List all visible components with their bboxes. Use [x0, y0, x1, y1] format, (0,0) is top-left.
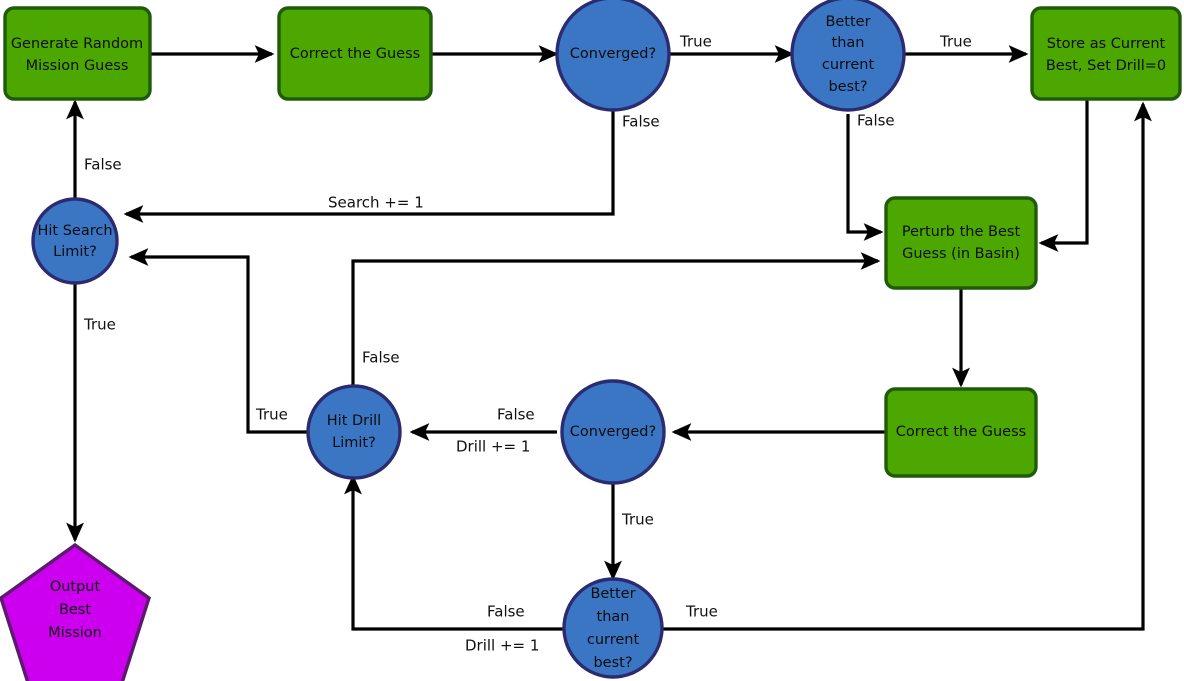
edges-layer	[66, 45, 1152, 631]
node-label-line-2: than	[597, 609, 630, 625]
edge-drill-limit-true-to-search-limit	[128, 248, 310, 434]
node-label-line-1: Generate Random	[11, 36, 143, 52]
node-label-line-2: Best	[59, 602, 91, 618]
node-better-than-current-best-bottom[interactable]: Better than current best?	[562, 577, 664, 679]
edge-label-converged-bottom-false: False	[497, 406, 535, 424]
node-label-line-1: Perturb the Best	[902, 224, 1021, 240]
edge-label-better-bottom-true: True	[685, 603, 718, 621]
node-output-best-mission[interactable]: Output Best Mission	[0, 542, 151, 681]
node-label-line-1: Hit Search	[37, 223, 112, 239]
edge-label-converged-bottom-drill-increment: Drill += 1	[456, 438, 530, 456]
decision-circle	[306, 384, 402, 480]
node-label-line-4: best?	[593, 655, 632, 671]
node-generate-random-mission-guess[interactable]: Generate Random Mission Guess	[3, 6, 152, 101]
node-store-as-current-best[interactable]: Store as Current Best, Set Drill=0	[1030, 6, 1182, 101]
node-label-line-3: current	[822, 57, 875, 73]
node-label-line-2: Mission Guess	[26, 58, 129, 74]
edge-label-search-increment: Search += 1	[328, 194, 424, 212]
node-label-line-1: Converged?	[570, 424, 656, 440]
edge-label-better-bottom-false: False	[487, 603, 525, 621]
node-label-line-1: Correct the Guess	[896, 424, 1026, 440]
node-label-line-1: Output	[50, 579, 101, 595]
edge-label-better-top-false: False	[857, 112, 895, 130]
decision-circle	[31, 197, 119, 285]
node-label-line-1: Converged?	[570, 46, 656, 62]
decision-circle	[555, 0, 671, 112]
edge-better-bottom-false-to-drill-limit	[344, 474, 567, 631]
node-label-line-2: Limit?	[332, 435, 376, 451]
process-box	[1030, 6, 1182, 101]
edge-better-false-to-perturb	[846, 114, 884, 241]
edge-label-better-top-true: True	[939, 33, 972, 51]
node-label-line-1: Better	[590, 586, 635, 602]
edge-label-converged-true: True	[679, 33, 712, 51]
process-box	[884, 196, 1038, 290]
node-label-line-3: current	[587, 632, 640, 648]
process-box	[3, 6, 152, 101]
node-perturb-the-best-guess[interactable]: Perturb the Best Guess (in Basin)	[884, 196, 1038, 290]
node-better-than-current-best-top[interactable]: Better than current best?	[790, 0, 906, 112]
node-converged-top[interactable]: Converged?	[555, 0, 671, 112]
terminal-pentagon	[0, 542, 151, 681]
edge-label-converged-false: False	[622, 113, 660, 131]
edge-drill-limit-false-to-perturb	[351, 252, 881, 396]
node-converged-bottom[interactable]: Converged?	[560, 379, 666, 485]
edge-label-converged-bottom-true: True	[621, 511, 654, 529]
node-label-line-2: Limit?	[53, 244, 97, 260]
node-label-line-2: than	[832, 35, 865, 51]
edge-converged-false-search-increment	[123, 111, 615, 223]
node-hit-search-limit[interactable]: Hit Search Limit?	[31, 197, 119, 285]
edge-label-better-bottom-drill-increment: Drill += 1	[465, 637, 539, 655]
edge-label-search-limit-true: True	[83, 316, 116, 334]
node-label-line-1: Hit Drill	[327, 413, 381, 429]
decision-circle	[790, 0, 906, 112]
edge-label-drill-limit-false: False	[362, 349, 400, 367]
node-label-line-4: best?	[828, 79, 867, 95]
node-label-line-1: Correct the Guess	[290, 46, 420, 62]
edge-label-drill-limit-true: True	[255, 406, 288, 424]
node-label-line-2: Best, Set Drill=0	[1046, 58, 1166, 74]
node-label-line-3: Mission	[48, 625, 102, 641]
node-correct-the-guess-top[interactable]: Correct the Guess	[277, 6, 433, 101]
node-label-line-2: Guess (in Basin)	[902, 246, 1020, 262]
process-box	[277, 6, 433, 101]
process-box	[884, 387, 1038, 478]
decision-circle	[560, 379, 666, 485]
edge-better-bottom-true-to-store	[659, 101, 1152, 631]
node-correct-the-guess-bottom[interactable]: Correct the Guess	[884, 387, 1038, 478]
edge-label-search-limit-false: False	[84, 156, 122, 174]
node-hit-drill-limit[interactable]: Hit Drill Limit?	[306, 384, 402, 480]
decision-circle	[562, 577, 664, 679]
node-label-line-1: Store as Current	[1047, 36, 1166, 52]
edge-store-to-perturb	[1038, 99, 1089, 252]
node-label-line-1: Better	[825, 14, 870, 30]
edge-labels-layer: True False True False Search += 1 False …	[83, 33, 972, 655]
